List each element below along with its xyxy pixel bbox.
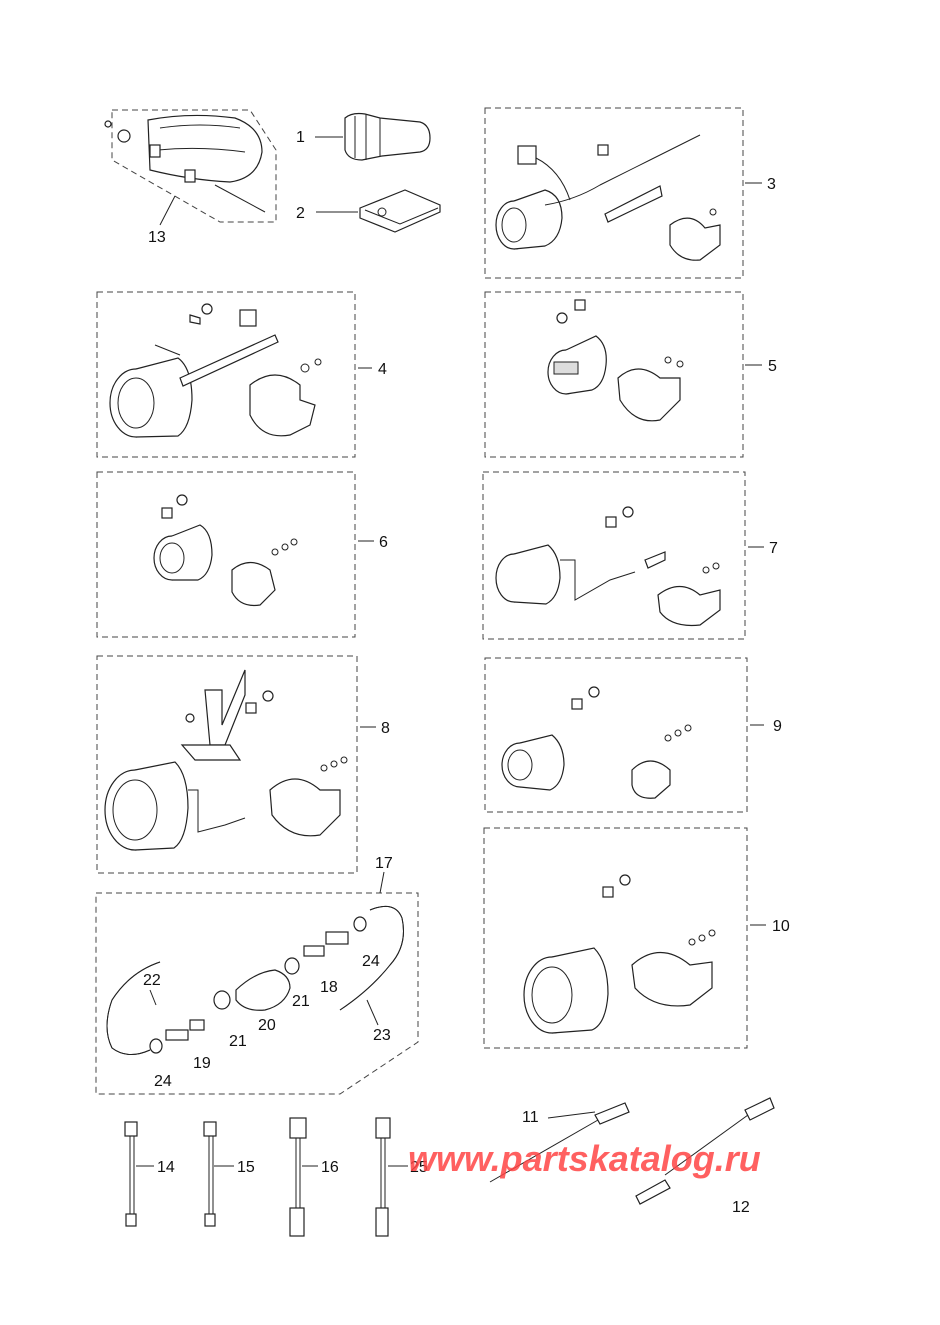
callout-20: 20 <box>258 1017 276 1034</box>
kit-17-box <box>95 871 419 1095</box>
callout-2: 2 <box>296 205 305 222</box>
part-2-pouch <box>316 189 441 233</box>
callout-17: 17 <box>375 855 393 872</box>
callout-14: 14 <box>157 1159 175 1176</box>
callout-7: 7 <box>769 540 778 557</box>
kit-7-box <box>482 471 764 640</box>
callout-24a: 24 <box>362 953 380 970</box>
callout-21a: 21 <box>292 993 310 1010</box>
harness-25 <box>375 1117 408 1237</box>
callout-23: 23 <box>373 1027 391 1044</box>
harness-15 <box>203 1121 234 1227</box>
kit-10-box <box>483 827 766 1049</box>
callout-24b: 24 <box>154 1073 172 1090</box>
kit-6-box <box>96 471 374 638</box>
callout-8: 8 <box>381 720 390 737</box>
watermark-text: www.partskatalog.ru <box>408 1138 761 1179</box>
kit-5-box <box>484 291 762 458</box>
callout-15: 15 <box>237 1159 255 1176</box>
kit-8-box <box>96 655 376 874</box>
callout-18: 18 <box>320 979 338 996</box>
kit-3-box <box>484 107 762 279</box>
kit-4-box <box>96 291 372 458</box>
callout-5: 5 <box>768 358 777 375</box>
callout-1: 1 <box>296 129 305 146</box>
cable-11 <box>489 1102 630 1183</box>
part-1-fitting <box>315 112 431 161</box>
callout-12: 12 <box>732 1199 750 1216</box>
callout-9: 9 <box>773 718 782 735</box>
cable-12 <box>635 1097 775 1205</box>
kit-9-box <box>484 657 764 813</box>
callout-21b: 21 <box>229 1033 247 1050</box>
callout-6: 6 <box>379 534 388 551</box>
callout-10: 10 <box>772 918 790 935</box>
callout-25: 25 <box>410 1159 428 1176</box>
callout-3: 3 <box>767 176 776 193</box>
callout-4: 4 <box>378 361 387 378</box>
callout-16: 16 <box>321 1159 339 1176</box>
harness-16 <box>289 1117 318 1237</box>
part-13-housing <box>104 109 277 226</box>
callout-13: 13 <box>148 229 166 246</box>
callout-22: 22 <box>143 972 161 989</box>
harness-14 <box>124 1121 154 1227</box>
callout-19: 19 <box>193 1055 211 1072</box>
callout-11: 11 <box>522 1109 539 1126</box>
